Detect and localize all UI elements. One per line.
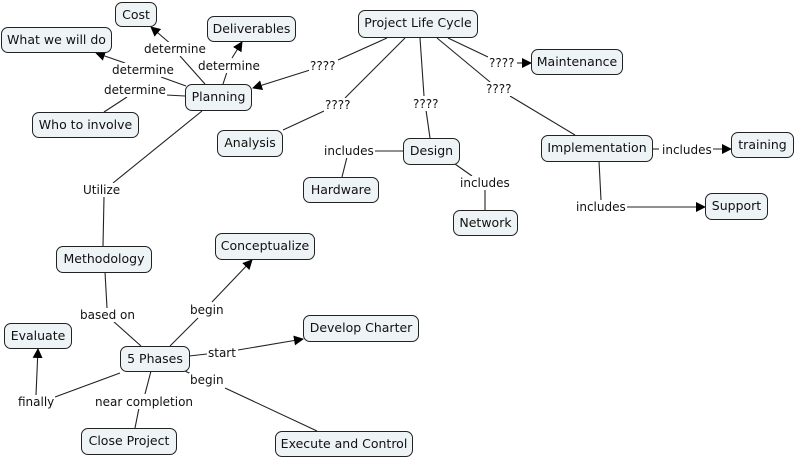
connector-planning-utilize xyxy=(112,110,203,184)
connector-who xyxy=(103,96,128,113)
link-label-design-hardware: includes xyxy=(323,144,375,158)
node-execute-and-control[interactable]: Execute and Control xyxy=(275,431,413,457)
node-support[interactable]: Support xyxy=(705,193,768,220)
link-label-determine-what: determine xyxy=(111,63,175,77)
link-label-utilize: Utilize xyxy=(82,183,122,197)
connector-phases-start xyxy=(188,353,208,357)
node-conceptualize[interactable]: Conceptualize xyxy=(215,233,315,260)
node-project-life-cycle[interactable]: Project Life Cycle xyxy=(358,10,478,38)
connector-plc-maintenance xyxy=(447,37,489,58)
connector-plc-analysis xyxy=(344,37,406,99)
link-label-design-network: includes xyxy=(459,176,511,190)
link-label-finally: finally xyxy=(17,395,56,409)
connector-phases-finally xyxy=(54,372,121,398)
connector-plc-planning xyxy=(337,37,388,61)
link-label-determine-deliverables: determine xyxy=(197,59,261,73)
node-develop-charter[interactable]: Develop Charter xyxy=(303,315,419,342)
node-design[interactable]: Design xyxy=(403,138,460,165)
connector-hardware xyxy=(341,156,348,178)
link-label-plc-design: ???? xyxy=(412,97,440,111)
link-label-near-completion: near completion xyxy=(94,395,195,409)
node-deliverables[interactable]: Deliverables xyxy=(207,16,296,42)
connector-impl xyxy=(509,95,576,136)
link-label-begin-conceptualize: begin xyxy=(189,303,225,317)
node-maintenance[interactable]: Maintenance xyxy=(531,49,623,75)
link-label-plc-implementation: ???? xyxy=(485,82,513,96)
link-label-start-charter: start xyxy=(207,346,237,360)
link-label-based-on: based on xyxy=(79,308,136,322)
node-planning[interactable]: Planning xyxy=(185,84,252,111)
node-what-we-will-do[interactable]: What we will do xyxy=(1,27,112,53)
connector-deliverables-arrow xyxy=(231,41,243,59)
connector-evaluate-arrow xyxy=(32,348,43,396)
connector-impl-support xyxy=(598,160,602,201)
link-label-impl-training: includes xyxy=(661,143,713,157)
connector-planning-deliverables xyxy=(222,71,228,85)
node-5-phases[interactable]: 5 Phases xyxy=(120,346,190,372)
connector-conceptualize-arrow xyxy=(211,259,253,303)
connector-design-network xyxy=(454,163,473,177)
connector-planning-what xyxy=(160,76,187,87)
connector-charter-arrow xyxy=(237,335,304,351)
connector-analysis xyxy=(282,110,325,131)
link-label-determine-who: determine xyxy=(103,83,167,97)
link-label-begin-execute: begin xyxy=(189,373,225,387)
node-implementation[interactable]: Implementation xyxy=(541,135,653,162)
connector-execute xyxy=(224,387,318,432)
connector-close xyxy=(134,407,140,429)
connector-planning-cost xyxy=(179,55,206,85)
connector-methodology-based xyxy=(104,271,108,309)
link-label-determine-cost: determine xyxy=(143,42,207,56)
connector-design xyxy=(425,109,431,139)
link-label-plc-maintenance: ???? xyxy=(488,56,516,70)
node-network[interactable]: Network xyxy=(453,210,518,236)
node-analysis[interactable]: Analysis xyxy=(217,130,283,157)
connector-plc-design xyxy=(419,37,425,97)
link-label-plc-planning: ???? xyxy=(309,59,337,73)
link-label-plc-analysis: ???? xyxy=(324,98,352,112)
connector-based-phases xyxy=(112,320,142,347)
node-training[interactable]: training xyxy=(731,132,794,158)
connector-what-arrow xyxy=(95,51,126,64)
node-hardware[interactable]: Hardware xyxy=(303,177,379,203)
connector-phases-begin xyxy=(169,317,199,347)
node-cost[interactable]: Cost xyxy=(115,2,157,27)
link-label-impl-support: includes xyxy=(575,200,627,214)
connector-planning-who xyxy=(165,94,186,97)
connector-planning-arrow xyxy=(252,69,311,91)
node-methodology[interactable]: Methodology xyxy=(56,246,152,273)
node-close-project[interactable]: Close Project xyxy=(81,428,177,455)
connector-utilize-methodology xyxy=(102,196,105,247)
connector-phases-near xyxy=(144,370,152,395)
node-evaluate[interactable]: Evaluate xyxy=(4,323,72,349)
node-who-to-involve[interactable]: Who to involve xyxy=(32,112,139,138)
connector-plc-impl xyxy=(436,37,491,83)
